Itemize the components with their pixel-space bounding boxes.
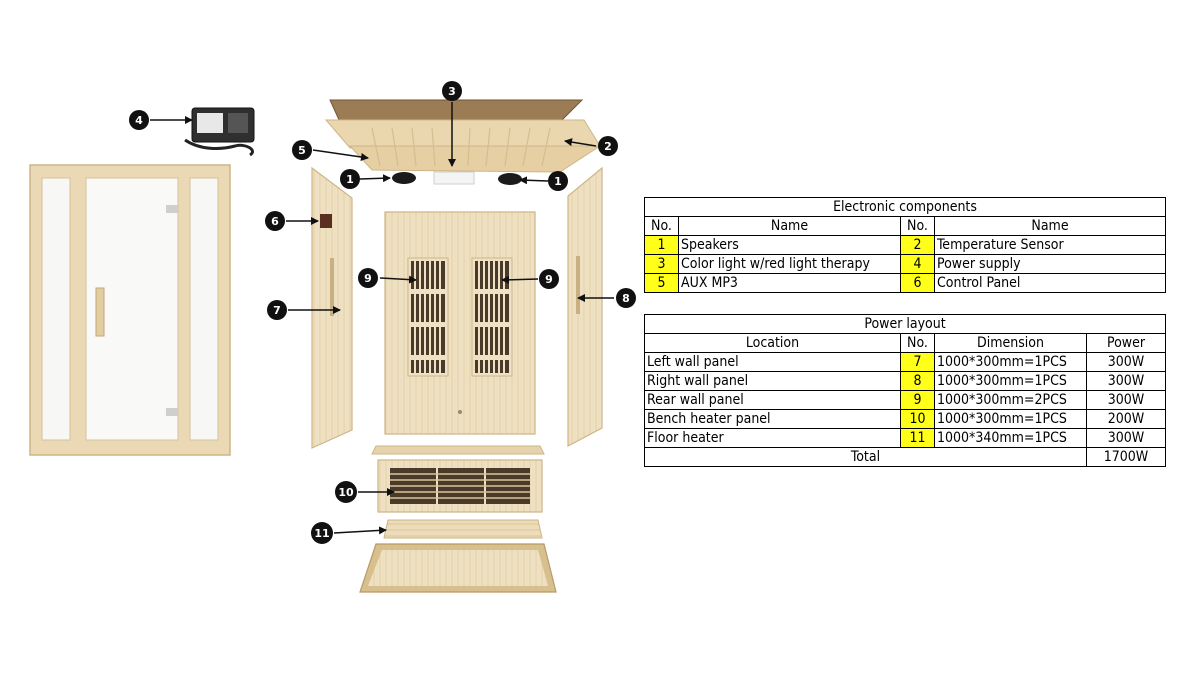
dimension-cell: 1000*300mm=1PCS	[934, 352, 1087, 372]
column-header: No.	[900, 216, 935, 236]
column-header: Name	[934, 216, 1166, 236]
component-number: 2	[900, 235, 935, 255]
table-row: Right wall panel 8 1000*300mm=1PCS 300W	[644, 371, 1167, 391]
roof-panel	[324, 99, 602, 185]
left-wall-panel	[311, 166, 353, 449]
power-supply-box	[184, 107, 255, 157]
callout-temperature-sensor: 2	[598, 136, 618, 156]
component-number: 4	[900, 254, 935, 274]
svg-text:11: 11	[314, 527, 329, 540]
table-row: Left wall panel 7 1000*300mm=1PCS 300W	[644, 352, 1167, 372]
component-name: Speakers	[678, 235, 901, 255]
table-row: Rear wall panel 9 1000*300mm=2PCS 300W	[644, 390, 1167, 410]
svg-text:5: 5	[298, 144, 306, 157]
speaker-left-icon	[392, 172, 416, 184]
door-handle-icon	[95, 287, 105, 337]
power-layout-table: Power layout Location No. Dimension Powe…	[643, 314, 1167, 467]
callout-bench-heater: 10	[335, 481, 357, 503]
column-header: No.	[900, 333, 935, 353]
callout-power-supply: 4	[129, 110, 149, 130]
callout-color-light: 3	[442, 81, 462, 101]
power-cell: 300W	[1085, 390, 1167, 410]
callout-speaker-left: 1	[340, 169, 360, 189]
speaker-right-icon	[498, 173, 522, 185]
component-number: 6	[900, 273, 935, 293]
table-row: 1 Speakers 2 Temperature Sensor	[644, 235, 1166, 255]
number-cell: 9	[900, 390, 935, 410]
component-number: 5	[644, 273, 679, 293]
svg-text:6: 6	[271, 215, 279, 228]
callout-control-panel: 6	[265, 211, 285, 231]
callout-leaders	[150, 102, 614, 535]
number-cell: 10	[900, 409, 935, 429]
glass-door	[29, 164, 231, 456]
svg-text:8: 8	[622, 292, 630, 305]
control-panel-icon	[320, 214, 332, 228]
bench-heater-panel	[371, 445, 545, 513]
total-value: 1700W	[1085, 447, 1167, 467]
column-header: Name	[678, 216, 901, 236]
column-header: Dimension	[934, 333, 1087, 353]
callout-rear-wall-left: 9	[358, 268, 378, 288]
callout-speaker-right: 1	[548, 171, 568, 191]
table-header-row: Location No. Dimension Power	[644, 333, 1167, 353]
location-cell: Left wall panel	[644, 352, 901, 372]
svg-text:9: 9	[545, 273, 553, 286]
power-cell: 300W	[1085, 428, 1167, 448]
floor-heater	[383, 519, 543, 539]
svg-text:2: 2	[604, 140, 612, 153]
electronic-components-table: Electronic components No. Name No. Name …	[644, 197, 1166, 293]
dimension-cell: 1000*300mm=1PCS	[934, 371, 1087, 391]
svg-text:3: 3	[448, 85, 456, 98]
total-label: Total	[644, 447, 1087, 467]
power-cell: 200W	[1085, 409, 1167, 429]
location-cell: Floor heater	[644, 428, 901, 448]
callout-aux-mp3: 5	[292, 140, 312, 160]
number-cell: 8	[900, 371, 935, 391]
callout-right-wall-panel: 8	[616, 288, 636, 308]
rear-wall-panel	[384, 211, 536, 435]
column-header: No.	[644, 216, 679, 236]
number-cell: 7	[900, 352, 935, 372]
number-cell: 11	[900, 428, 935, 448]
location-cell: Bench heater panel	[644, 409, 901, 429]
component-name: Color light w/red light therapy	[678, 254, 901, 274]
table-row: 5 AUX MP3 6 Control Panel	[644, 273, 1166, 293]
table-header-row: No. Name No. Name	[644, 216, 1166, 236]
floor-panel	[359, 543, 557, 593]
total-row: Total 1700W	[644, 447, 1167, 467]
svg-text:4: 4	[135, 114, 143, 127]
callout-markers: 1 1 2 3 4 5 6 7	[129, 81, 636, 544]
column-header: Location	[644, 333, 901, 353]
power-cell: 300W	[1085, 352, 1167, 372]
svg-text:7: 7	[273, 304, 281, 317]
callout-floor-heater: 11	[311, 522, 333, 544]
component-name: Temperature Sensor	[934, 235, 1166, 255]
svg-text:10: 10	[338, 486, 354, 499]
location-cell: Right wall panel	[644, 371, 901, 391]
right-wall-panel	[567, 166, 603, 447]
table-row: 3 Color light w/red light therapy 4 Powe…	[644, 254, 1166, 274]
svg-text:1: 1	[554, 175, 562, 188]
dimension-cell: 1000*300mm=2PCS	[934, 390, 1087, 410]
dimension-cell: 1000*300mm=1PCS	[934, 409, 1087, 429]
electronic-components-title: Electronic components	[644, 197, 1166, 217]
location-cell: Rear wall panel	[644, 390, 901, 410]
component-name: AUX MP3	[678, 273, 901, 293]
callout-rear-wall-right: 9	[539, 269, 559, 289]
power-cell: 300W	[1085, 371, 1167, 391]
component-name: Control Panel	[934, 273, 1166, 293]
table-row: Floor heater 11 1000*340mm=1PCS 300W	[644, 428, 1167, 448]
svg-text:9: 9	[364, 272, 372, 285]
power-layout-title: Power layout	[643, 314, 1167, 334]
component-number: 1	[644, 235, 679, 255]
svg-text:1: 1	[346, 173, 354, 186]
column-header: Power	[1085, 333, 1167, 353]
dimension-cell: 1000*340mm=1PCS	[934, 428, 1087, 448]
table-row: Bench heater panel 10 1000*300mm=1PCS 20…	[644, 409, 1167, 429]
component-name: Power supply	[934, 254, 1166, 274]
component-number: 3	[644, 254, 679, 274]
callout-left-wall-panel: 7	[267, 300, 287, 320]
